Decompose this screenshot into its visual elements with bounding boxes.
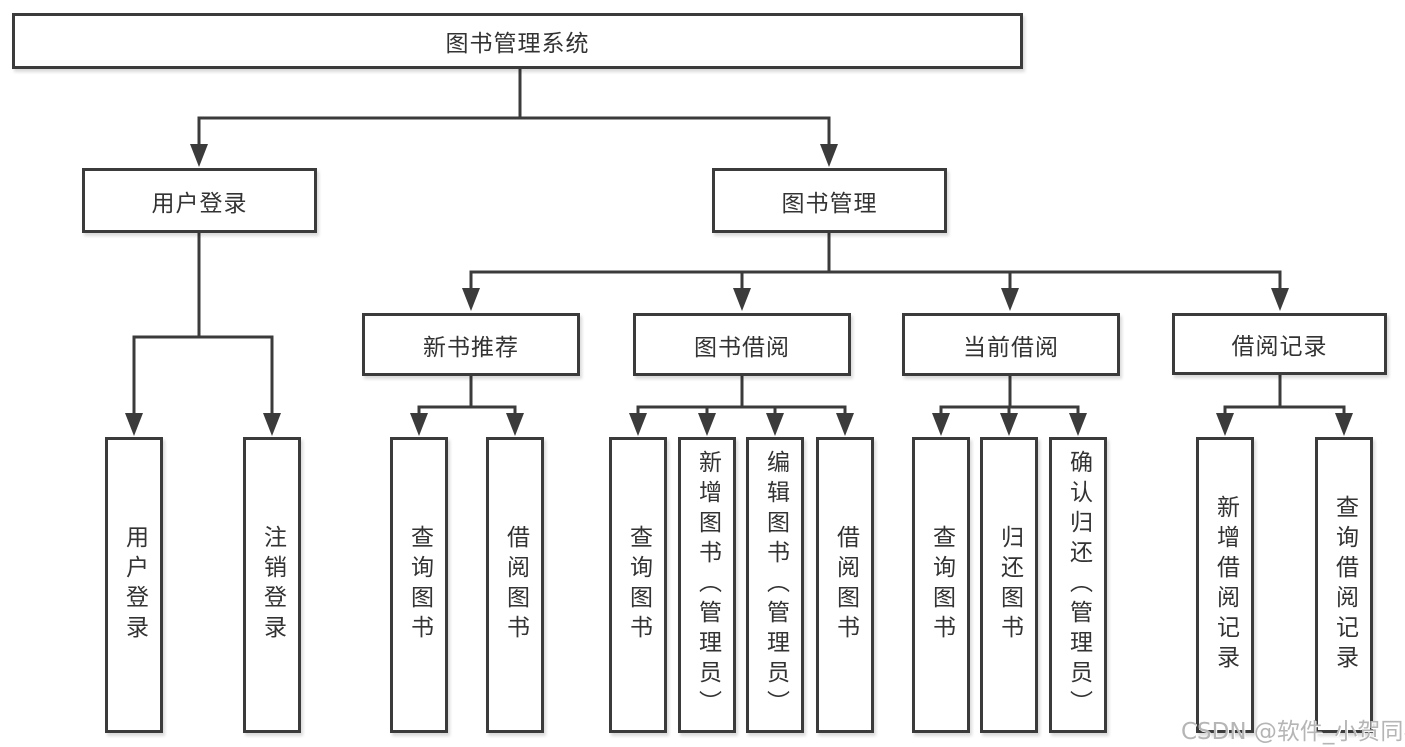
- leaf-edit-books-admin-label: 编辑图书（管理员）: [762, 450, 789, 720]
- node-user-login-label: 用户登录: [151, 190, 248, 217]
- node-current-borrow: 当前借阅: [902, 313, 1120, 376]
- leaf-borrow-books-label: 借阅图书: [832, 525, 859, 645]
- leaf-return-books-label: 归还图书: [996, 525, 1023, 645]
- leaf-confirm-return-admin: 确认归还（管理员）: [1049, 437, 1107, 733]
- leaf-query-borrow-record: 查询借阅记录: [1315, 437, 1373, 733]
- leaf-user-login-label: 用户登录: [121, 525, 148, 645]
- node-user-login: 用户登录: [82, 168, 317, 233]
- leaf-logout: 注销登录: [243, 437, 301, 733]
- node-borrow-records-label: 借阅记录: [1231, 334, 1328, 360]
- node-book-borrow: 图书借阅: [633, 313, 851, 376]
- leaf-query-books-current-label: 查询图书: [928, 525, 955, 645]
- node-root: 图书管理系统: [12, 13, 1023, 69]
- node-new-book-recommend-label: 新书推荐: [423, 334, 519, 361]
- leaf-borrow-books-recommend: 借阅图书: [486, 437, 544, 733]
- leaf-return-books: 归还图书: [980, 437, 1038, 733]
- leaf-add-borrow-record: 新增借阅记录: [1196, 437, 1254, 733]
- leaf-add-books-admin: 新增图书（管理员）: [678, 437, 736, 733]
- leaf-add-borrow-record-label: 新增借阅记录: [1212, 495, 1239, 675]
- leaf-query-books-borrow: 查询图书: [609, 437, 667, 733]
- leaf-query-books-current: 查询图书: [912, 437, 970, 733]
- leaf-query-books-recommend: 查询图书: [390, 437, 448, 733]
- leaf-borrow-books-recommend-label: 借阅图书: [502, 525, 529, 645]
- node-new-book-recommend: 新书推荐: [362, 313, 580, 376]
- arrowheads: [125, 144, 1353, 436]
- leaf-query-books-recommend-label: 查询图书: [406, 525, 433, 645]
- node-book-management-label: 图书管理: [781, 190, 878, 217]
- node-book-management: 图书管理: [712, 168, 947, 233]
- leaf-query-borrow-record-label: 查询借阅记录: [1331, 495, 1358, 675]
- node-root-label: 图书管理系统: [445, 31, 590, 57]
- node-borrow-records: 借阅记录: [1172, 313, 1387, 375]
- csdn-watermark: CSDN @软件_小贺同学: [1181, 719, 1405, 745]
- leaf-edit-books-admin: 编辑图书（管理员）: [746, 437, 804, 733]
- node-book-borrow-label: 图书借阅: [694, 334, 790, 361]
- leaf-user-login: 用户登录: [105, 437, 163, 733]
- node-current-borrow-label: 当前借阅: [963, 334, 1059, 361]
- leaf-confirm-return-admin-label: 确认归还（管理员）: [1065, 450, 1092, 720]
- leaf-logout-label: 注销登录: [259, 525, 286, 645]
- leaf-query-books-borrow-label: 查询图书: [625, 525, 652, 645]
- leaf-add-books-admin-label: 新增图书（管理员）: [694, 450, 721, 720]
- leaf-borrow-books: 借阅图书: [816, 437, 874, 733]
